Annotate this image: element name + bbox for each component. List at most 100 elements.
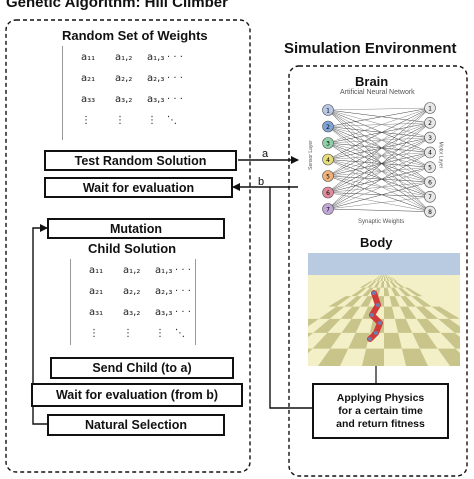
synapse-line (327, 109, 431, 168)
body-simulation-scene (308, 253, 460, 366)
svg-text:4: 4 (326, 157, 330, 164)
synapse-line (327, 109, 431, 138)
synapse-line (327, 137, 431, 193)
synapse-line (327, 196, 431, 210)
svg-text:5: 5 (428, 165, 432, 172)
sensor-node: 3 (322, 137, 334, 149)
matrix-cell: a₁,₃ (155, 265, 173, 276)
natural-selection-box: Natural Selection (47, 414, 225, 436)
floor-tile (318, 306, 345, 319)
svg-text:8: 8 (428, 209, 432, 216)
synapse-line (327, 159, 431, 168)
random-weights-title: Random Set of Weights (62, 28, 208, 43)
floor-tile (416, 318, 441, 333)
svg-text:3: 3 (326, 140, 330, 147)
floor-tile (376, 276, 382, 282)
synapse-line (327, 181, 431, 193)
loop-arrow (32, 224, 48, 425)
synapse-line (327, 192, 431, 198)
synapse-line (327, 142, 431, 212)
synapse-line (327, 159, 431, 198)
synapse-line (327, 107, 431, 111)
synapse-line (327, 137, 431, 160)
matrix-cell: · · · (167, 52, 183, 63)
floor-tile (340, 306, 361, 319)
floor-tile (389, 296, 400, 307)
synapse-line (327, 122, 431, 210)
synapse-line (327, 109, 431, 183)
svg-text:4: 4 (428, 150, 432, 157)
left-panel-title: Genetic Algorithm: Hill Climber (6, 0, 228, 11)
matrix-cell: ⋮ (155, 328, 165, 339)
synapse-line (327, 109, 431, 124)
floor-tile (308, 318, 319, 327)
physics-line-2: for a certain time (338, 404, 423, 417)
send-child-box: Send Child (to a) (50, 357, 234, 379)
matrix-cell: a₁₁ (89, 265, 104, 276)
floor-tile (384, 306, 395, 319)
matrix-cell: a₃,₃ (155, 307, 173, 318)
physics-connector (269, 187, 312, 409)
floor-tile (387, 276, 394, 282)
floor-tile (400, 296, 416, 307)
physics-line-3: and return fitness (336, 417, 425, 430)
motor-node: 7 (424, 191, 436, 203)
floor-tile (389, 276, 398, 282)
synapse-line (327, 175, 431, 183)
synapse-line (327, 109, 431, 153)
motor-node: 8 (424, 205, 436, 218)
matrix-cell: a₁,₂ (115, 52, 133, 63)
floor-tile (362, 287, 374, 297)
matrix-cell: ⋱ (167, 115, 177, 126)
floor-tile (386, 275, 390, 277)
svg-text:6: 6 (428, 179, 432, 186)
floor-tile (362, 348, 384, 366)
floor-tile (399, 306, 417, 319)
child-solution-title: Child Solution (88, 241, 177, 256)
matrix-cell: a₃,₂ (123, 307, 141, 318)
floor-tile (308, 348, 313, 354)
floor-tile (341, 318, 363, 333)
floor-tile (385, 281, 391, 288)
floor-tile (389, 281, 398, 288)
left-panel-frame (5, 19, 251, 473)
synapse-line (327, 166, 431, 177)
floor-tile (397, 287, 412, 297)
synapse-line (327, 107, 431, 144)
synapse-line (327, 152, 431, 160)
wait-for-evaluation-box: Wait for evaluation (44, 177, 233, 198)
matrix-cell: a₁,₃ (147, 52, 165, 63)
physics-box: Applying Physics for a certain time and … (312, 383, 449, 439)
floor-tile (440, 332, 460, 349)
matrix-cell: · · · (167, 94, 183, 105)
synapse-line (327, 142, 431, 168)
sky (308, 253, 460, 275)
robot-joint (372, 291, 376, 295)
floor-tile (308, 332, 314, 338)
floor-tile (415, 306, 439, 319)
synapse-line (327, 137, 431, 144)
floor-tile (381, 275, 384, 277)
matrix-cell: a₃₁ (89, 307, 104, 318)
arrow-b-label: b (258, 176, 265, 188)
matrix-cell: ⋮ (81, 115, 91, 126)
svg-text:1: 1 (428, 105, 432, 112)
brain-title: Brain (355, 74, 389, 89)
synapse-line (327, 152, 431, 210)
svg-text:2: 2 (428, 120, 432, 127)
matrix-cell: a₁,₂ (123, 265, 141, 276)
synapse-line (327, 122, 431, 160)
floor-tile (313, 318, 341, 333)
floor-tile (401, 348, 428, 366)
matrix-cell: a₂₁ (89, 286, 104, 297)
synapse-line (327, 142, 431, 198)
synapse-line (327, 126, 431, 138)
synapse-line (327, 126, 431, 183)
sensor-node: 5 (322, 170, 334, 182)
synapse-line (327, 122, 431, 193)
floor-tile (431, 306, 460, 319)
floor-tile (380, 281, 384, 288)
